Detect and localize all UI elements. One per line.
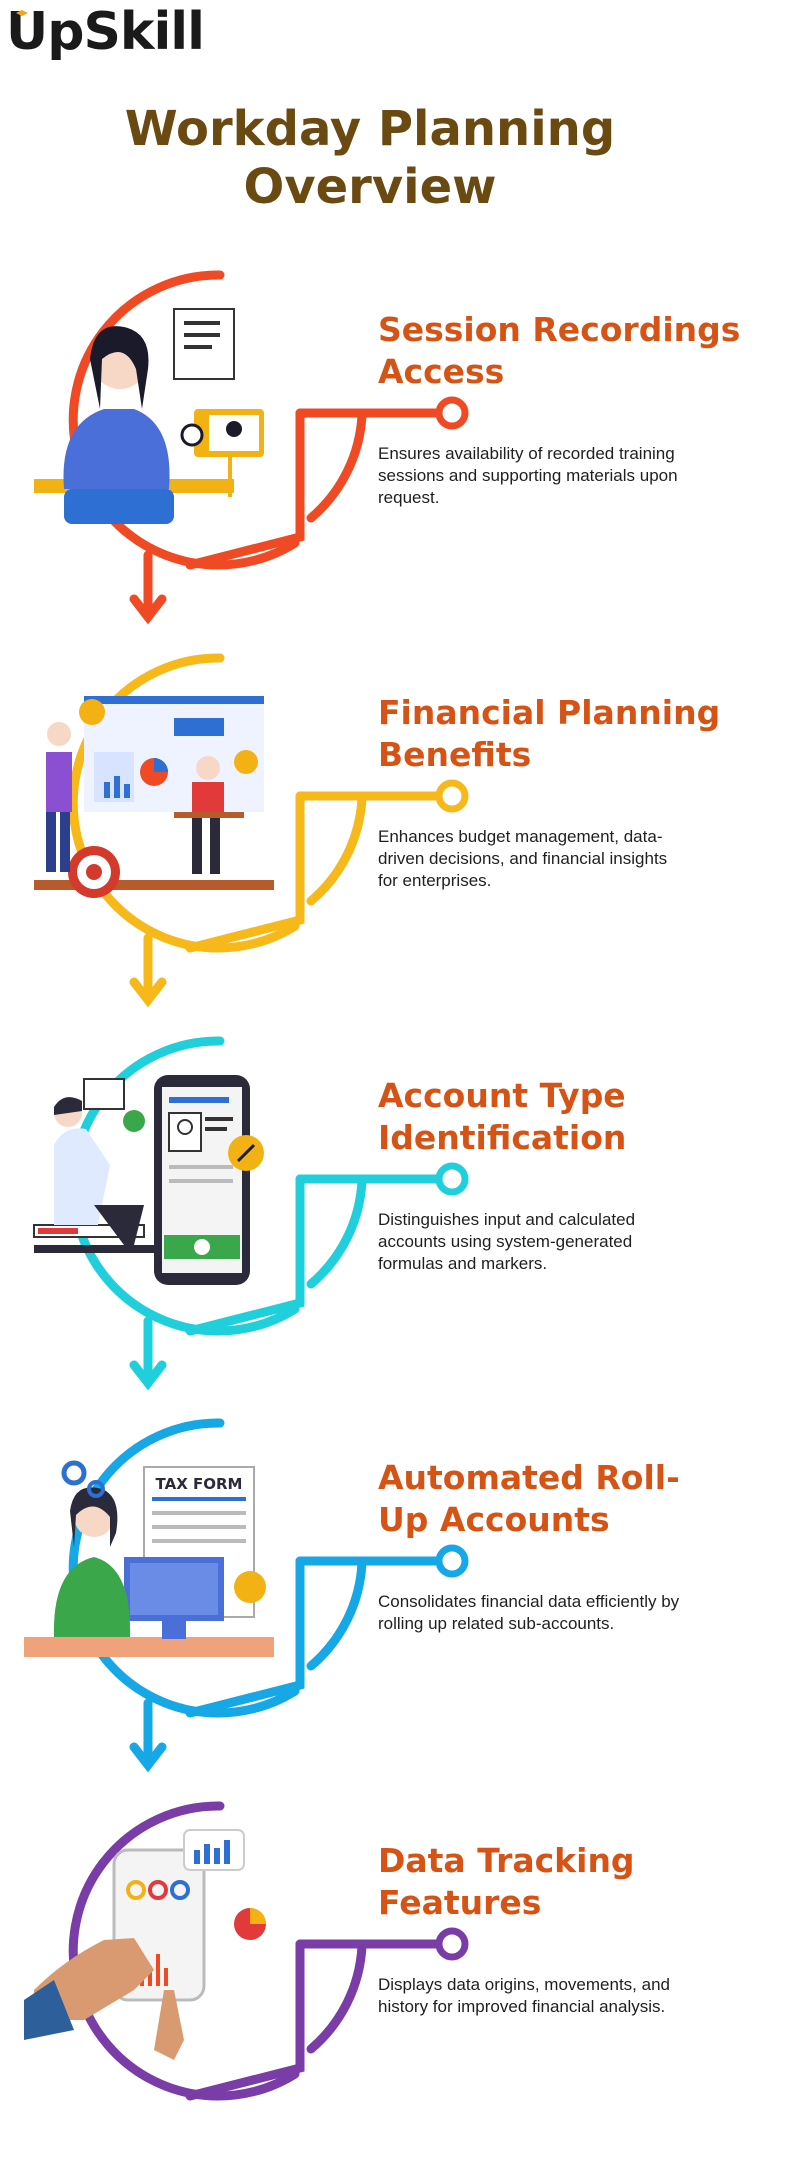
- step-description: Ensures availability of recorded trainin…: [378, 444, 678, 507]
- step-description: Displays data origins, movements, and hi…: [378, 1975, 670, 2016]
- step-session-recordings: Session Recordings Access Ensures availa…: [0, 265, 800, 645]
- step-description: Consolidates financial data efficiently …: [378, 1592, 680, 1633]
- step-title: Financial Planning Benefits: [378, 693, 721, 774]
- step-title: Automated Roll- Up Accounts: [378, 1458, 680, 1539]
- step-account-type: Account Type Identification Distinguishe…: [0, 1031, 800, 1411]
- data-dashboard-icon: [24, 1829, 266, 2060]
- logo-text: UpSkill: [6, 2, 205, 62]
- step-roll-up-accounts: TAX FORM Automated Roll- Up Accounts Con…: [0, 1413, 800, 1793]
- tax-form-label: TAX FORM: [156, 1475, 243, 1493]
- step-title: Account Type Identification: [378, 1076, 627, 1157]
- upskill-logo[interactable]: UpSkill: [6, 6, 205, 58]
- page-title: Workday Planning Overview: [124, 101, 616, 215]
- budget-plan-icon: [34, 696, 274, 898]
- step-title: Data Tracking Features: [378, 1841, 635, 1922]
- graduation-cap-icon: [16, 10, 28, 16]
- step-connector: [68, 653, 469, 1008]
- step-title: Session Recordings Access: [378, 310, 741, 391]
- tax-form-icon: TAX FORM: [24, 1460, 274, 1657]
- step-description: Enhances budget management, data-driven …: [378, 827, 668, 890]
- step-financial-planning: Financial Planning Benefits Enhances bud…: [0, 648, 800, 1028]
- step-description: Distinguishes input and calculated accou…: [378, 1210, 636, 1273]
- step-data-tracking: Data Tracking Features Displays data ori…: [0, 1796, 800, 2176]
- account-form-icon: [33, 1075, 264, 1285]
- video-training-icon: [34, 308, 264, 524]
